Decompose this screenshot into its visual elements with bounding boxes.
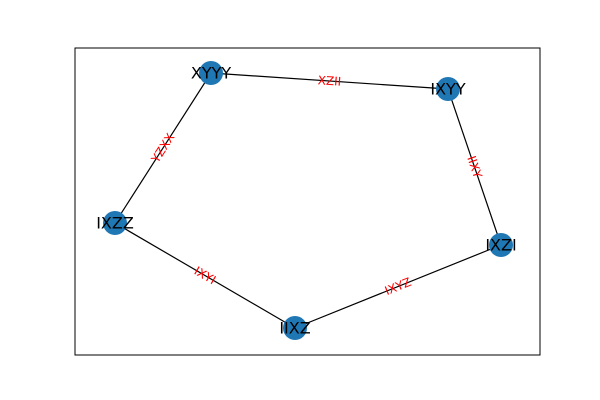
edge-xyyy-ixyy: [210, 72, 449, 90]
node-label: IXZI: [485, 236, 516, 255]
node-xyyy: [199, 61, 223, 85]
edge-label: XZII: [317, 73, 341, 89]
node-labels-layer: XYYY IXYY IXZI IIXZ IXZZ: [96, 64, 516, 338]
node-label: XYYY: [191, 64, 232, 83]
edge-ixyy-ixzi: [447, 88, 502, 246]
plot-frame: [74, 47, 541, 356]
node-label: IIXZ: [279, 319, 310, 338]
edges-layer: [114, 72, 502, 329]
edge-ixzz-xyyy: [114, 72, 212, 224]
edge-ixzi-iixz: [294, 244, 502, 329]
node-ixyy: [436, 77, 460, 101]
nodes-layer: [103, 61, 513, 340]
node-ixzi: [489, 233, 513, 257]
node-ixzz: [103, 211, 127, 235]
edge-iixz-ixzz: [114, 222, 296, 329]
node-label: IXYY: [430, 80, 465, 99]
node-iixz: [283, 316, 307, 340]
node-label: IXZZ: [96, 214, 134, 233]
